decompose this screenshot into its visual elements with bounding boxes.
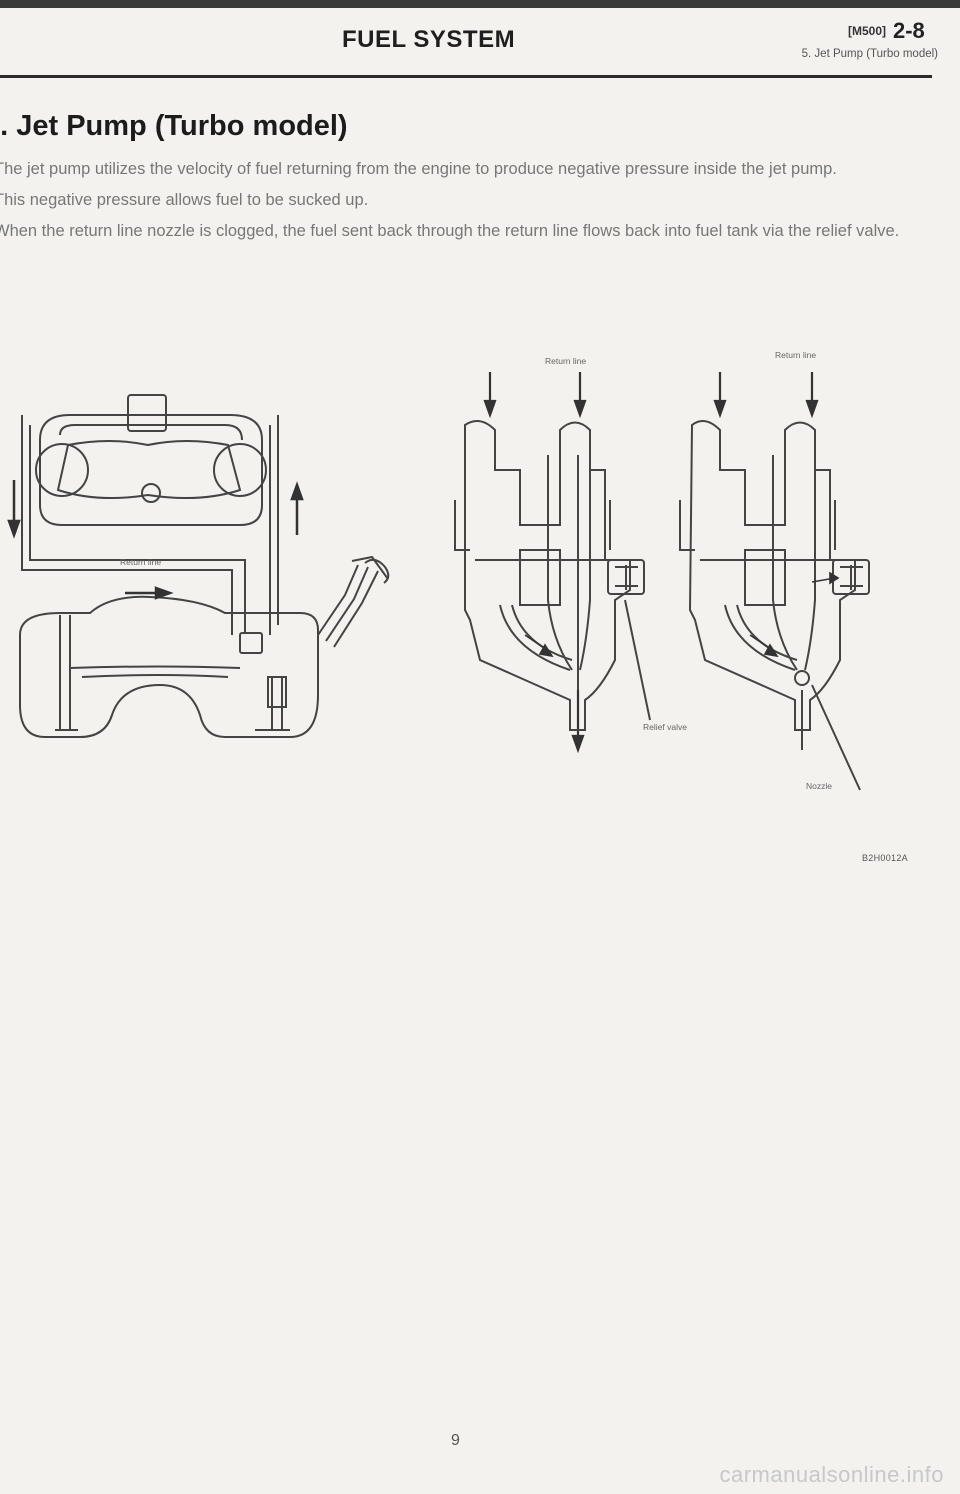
paragraph-2: This negative pressure allows fuel to be… [0,191,369,209]
body-text: The jet pump utilizes the velocity of fu… [0,158,944,251]
page-number: 9 [451,1432,460,1449]
label-nozzle: Nozzle [806,781,832,791]
label-relief-valve: Relief valve [643,722,687,732]
label-return-line-mid: Return line [545,356,587,366]
paragraph-1: The jet pump utilizes the velocity of fu… [0,160,837,178]
header-title: FUEL SYSTEM [342,26,516,53]
header-rule [0,75,932,78]
top-border [0,0,960,8]
jet-pump-cross-section-diagram [454,372,870,791]
section-title: 5. Jet Pump (Turbo model) [0,110,348,142]
watermark: carmanualsonline.info [719,1462,944,1487]
paragraph-3: When the return line nozzle is clogged, … [0,222,900,240]
header-page-number: 2-8 [893,18,925,43]
header-code: [M500] [848,24,887,38]
fuel-tank-diagram [7,394,390,738]
header-subtitle: 5. Jet Pump (Turbo model) [801,48,938,60]
label-return-line-right: Return line [775,350,817,360]
figure-code: B2H0012A [862,853,908,863]
label-return-line-left: Return line [120,557,162,567]
